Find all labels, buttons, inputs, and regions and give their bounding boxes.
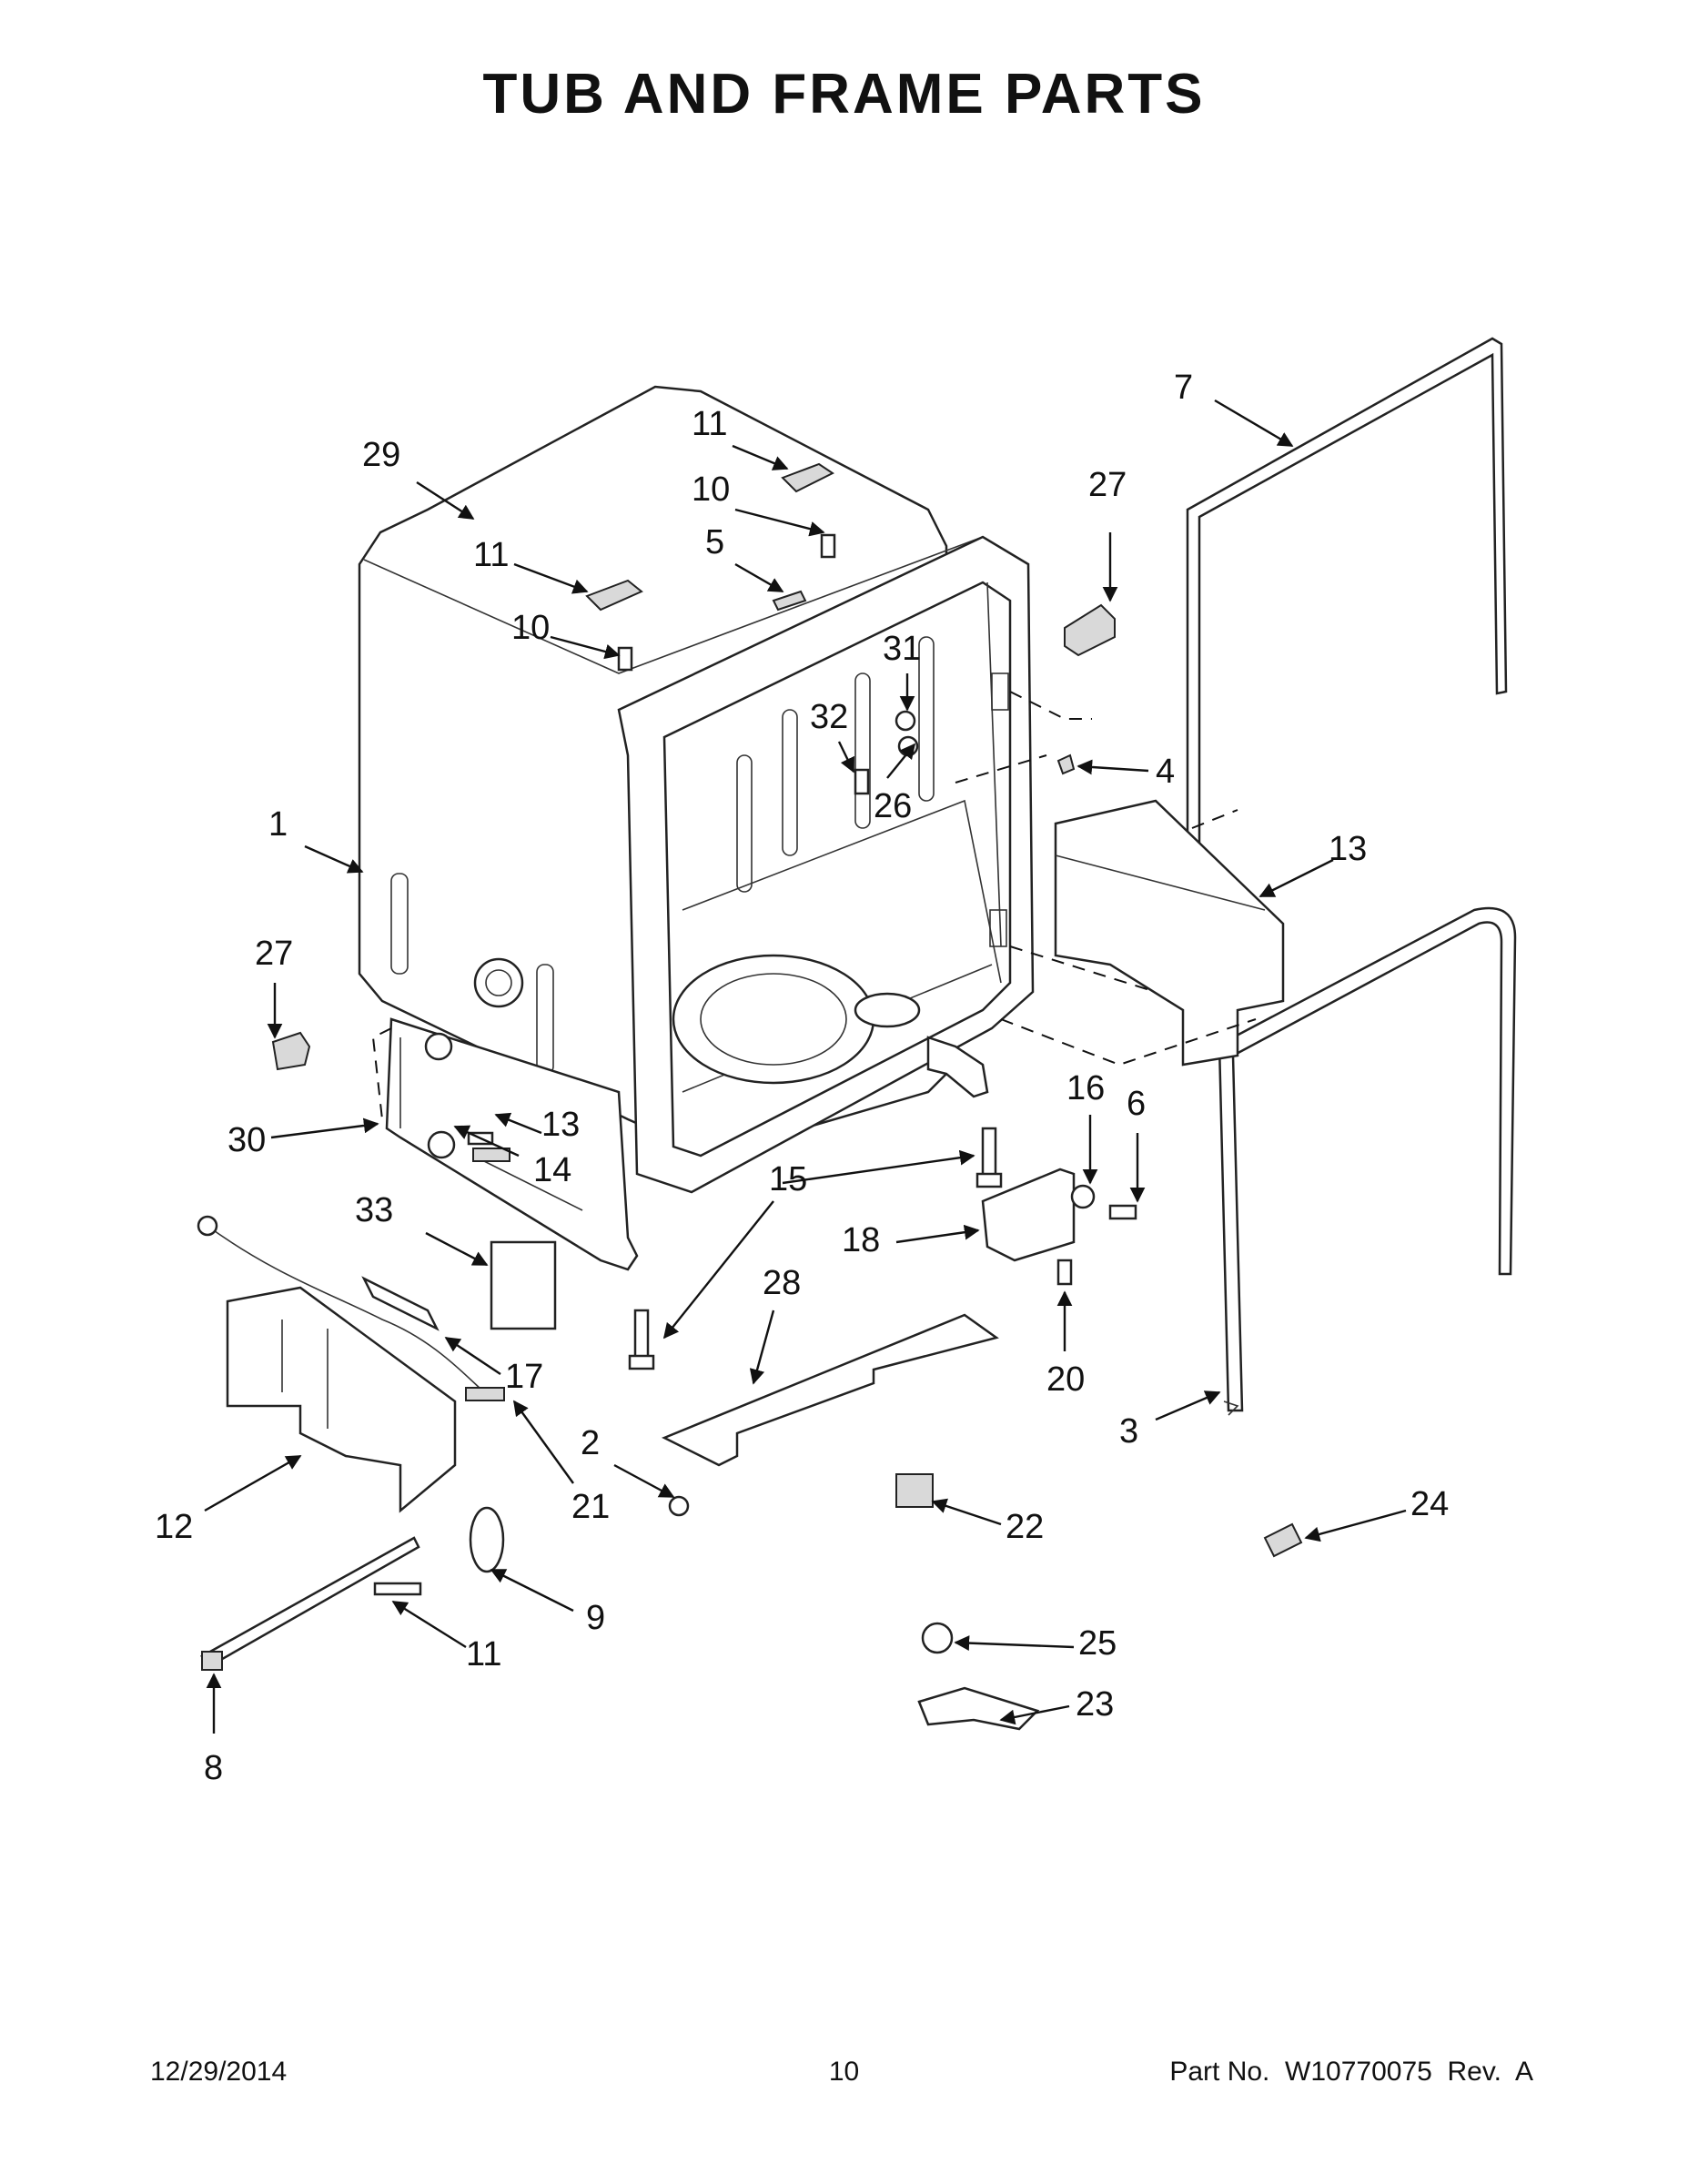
callout-33: 33 [355, 1191, 393, 1229]
callout-5: 5 [705, 523, 724, 561]
callout-24: 29 [362, 436, 400, 474]
insulation-block-right [1054, 799, 1285, 1067]
callout-18: 17 [505, 1358, 543, 1396]
callout-10-lower: 10 [511, 609, 550, 647]
callout-17: 16 [1066, 1069, 1105, 1107]
footer-date: 12/29/2014 [150, 2057, 288, 2087]
callout-11-lower: 11 [473, 536, 509, 574]
callout-7: 7 [1174, 369, 1193, 407]
callout-1: 1 [268, 805, 288, 844]
callout-20: 18 [842, 1221, 880, 1259]
callout-12: 11 [466, 1635, 501, 1673]
footer-part-number: Part No. W10770075 Rev. A [1169, 2057, 1533, 2087]
callout-21: 21 [571, 1488, 610, 1526]
callout-27-upper: 27 [1088, 466, 1127, 504]
assembly-guide-lines [371, 691, 1257, 1120]
tub-assembly [358, 385, 1035, 1194]
footer-page-number: 10 [828, 2057, 860, 2087]
callout-8: 8 [204, 1749, 223, 1787]
leveling-bracket [981, 1168, 1076, 1262]
callout-3: 3 [1119, 1412, 1138, 1451]
base-frame-left [385, 1017, 639, 1271]
callout-31: 31 [883, 630, 921, 668]
callout-16: 15 [769, 1160, 807, 1198]
callout-32: 32 [810, 698, 848, 736]
callout-19: 20 [1046, 1360, 1085, 1399]
callout-23: 26 [874, 787, 912, 825]
callout-11-upper: 11 [692, 405, 727, 443]
callout-15: 14 [533, 1151, 571, 1189]
callout-26: 25 [1078, 1624, 1117, 1663]
callout-4: 4 [1156, 753, 1175, 791]
callout-30: 24 [1410, 1485, 1449, 1523]
callout-27-lower: 27 [255, 935, 293, 973]
callout-9: 9 [586, 1599, 605, 1637]
callout-leader-lines [204, 399, 1407, 1734]
page-title: TUB AND FRAME PARTS [482, 63, 1206, 126]
callout-labels: 29 11 10 11 10 5 7 27 31 32 26 4 13 1 27… [155, 369, 1449, 1787]
base-frame-right [926, 1036, 989, 1098]
hardware-parts [197, 462, 1303, 1731]
callout-28: 28 [763, 1264, 801, 1302]
callout-10-upper: 10 [692, 470, 730, 509]
callout-13-left: 12 [155, 1508, 193, 1546]
callout-13-right: 13 [1329, 830, 1367, 868]
callout-29: 30 [227, 1121, 266, 1159]
tub-gasket-bottom [1218, 906, 1517, 1412]
insulation-block-left [226, 1286, 457, 1513]
callout-6: 6 [1127, 1085, 1146, 1123]
callout-2: 2 [581, 1424, 600, 1462]
bottom-plate [661, 1313, 999, 1467]
callout-22: 22 [1006, 1508, 1044, 1546]
callout-25: 23 [1076, 1685, 1114, 1724]
callout-14: 13 [541, 1106, 580, 1144]
